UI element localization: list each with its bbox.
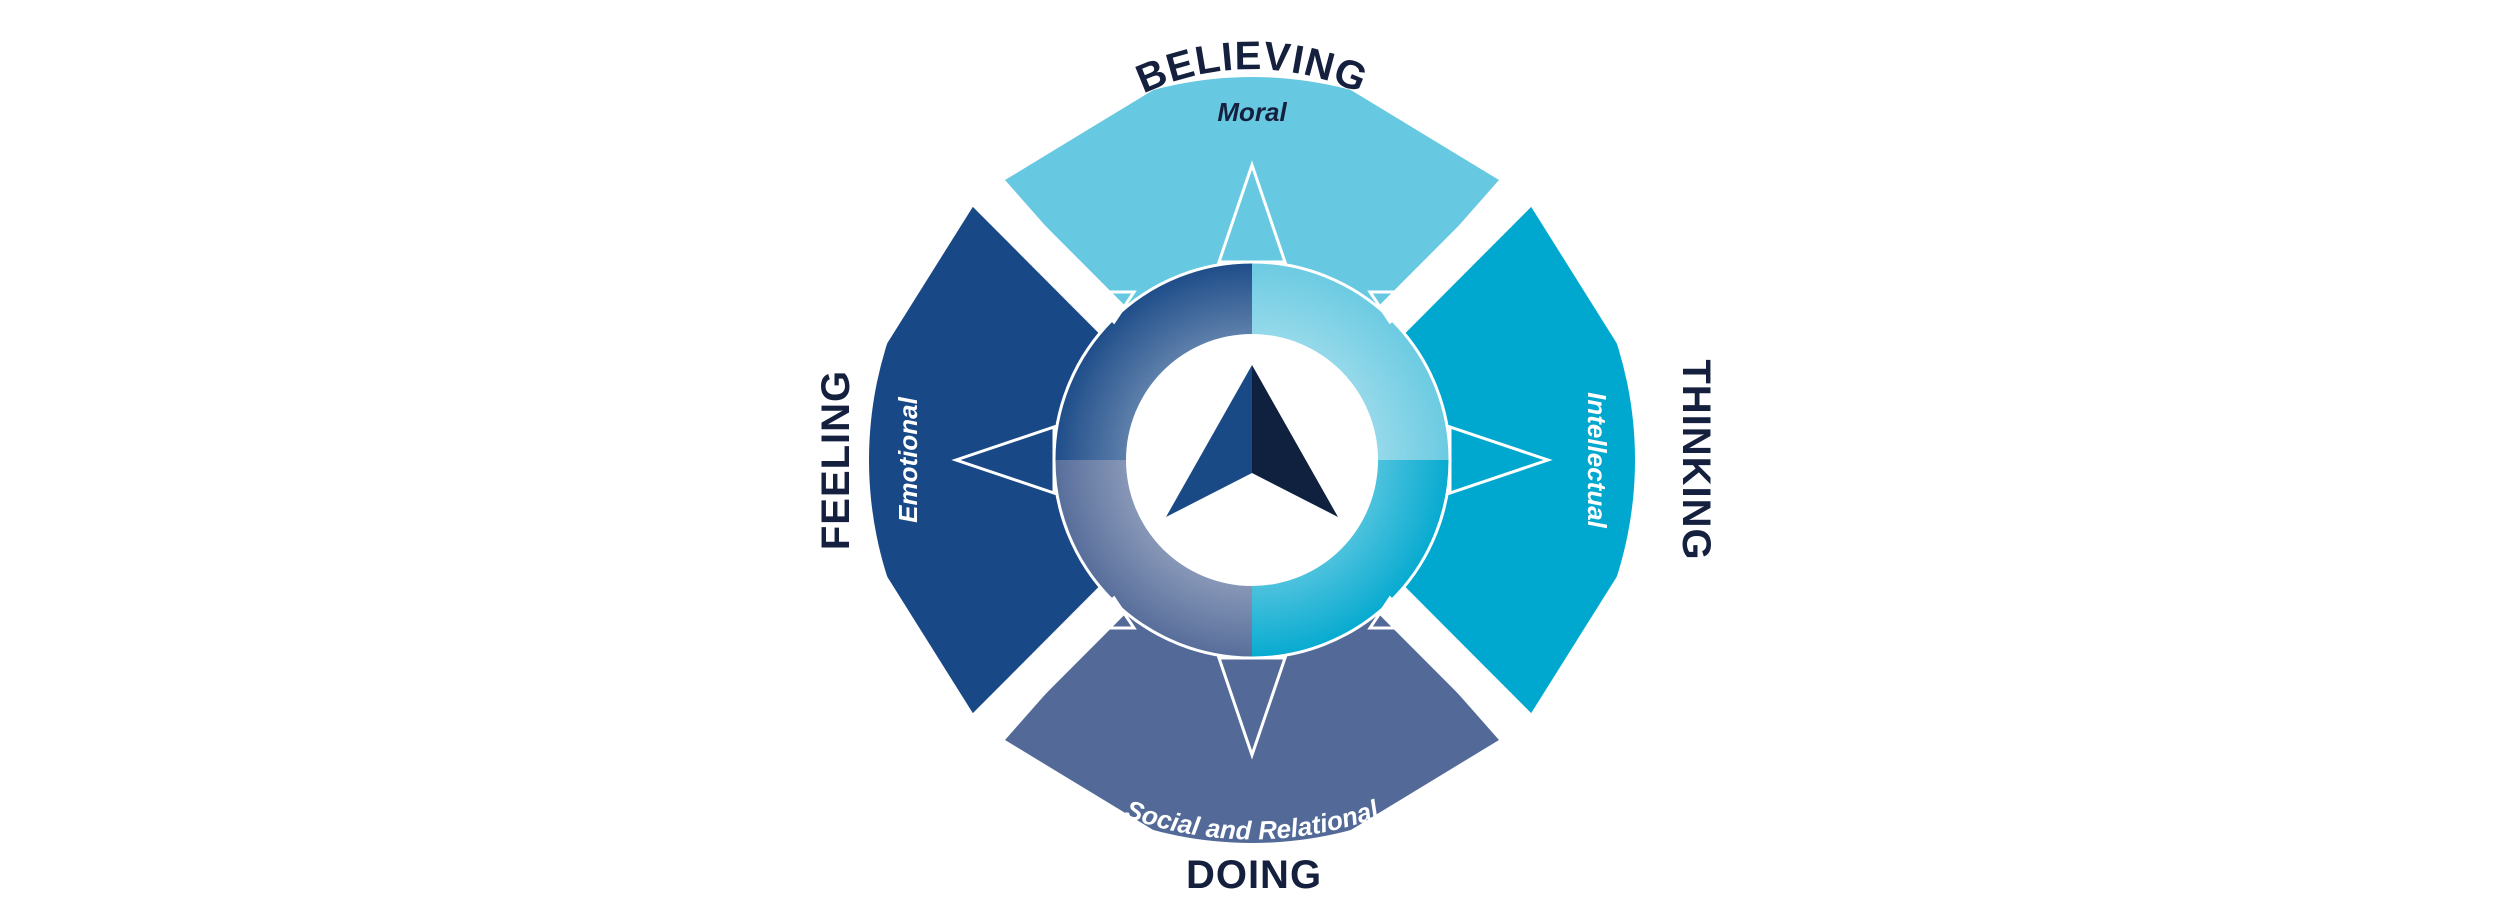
star-point-nw <box>1080 290 1137 325</box>
star-point-south <box>1216 656 1288 760</box>
feeling-quadrant[interactable] <box>814 205 1252 715</box>
label-doing: DOING <box>1186 853 1322 897</box>
thinking-quadrant[interactable] <box>1252 205 1690 715</box>
star-point-north <box>1216 160 1288 264</box>
label-feeling: FEELING <box>814 370 858 550</box>
star-point-se <box>1367 595 1424 630</box>
label-thinking: THINKING <box>1674 359 1718 560</box>
compass-star <box>951 160 1553 760</box>
inner-label-emotional: Emotional <box>893 396 923 522</box>
star-point-east <box>1448 424 1553 496</box>
inner-label-intellectual: Intellectual <box>1582 392 1612 529</box>
star-point-sw <box>1080 595 1137 630</box>
center-arrow-icon <box>1166 365 1338 517</box>
outer-quadrants <box>814 30 1690 890</box>
star-point-west <box>951 424 1056 496</box>
doing-quadrant[interactable] <box>1005 460 1499 890</box>
star-point-ne <box>1367 290 1424 325</box>
believing-quadrant[interactable] <box>1005 30 1499 460</box>
inner-label-moral: Moral <box>1217 97 1287 127</box>
